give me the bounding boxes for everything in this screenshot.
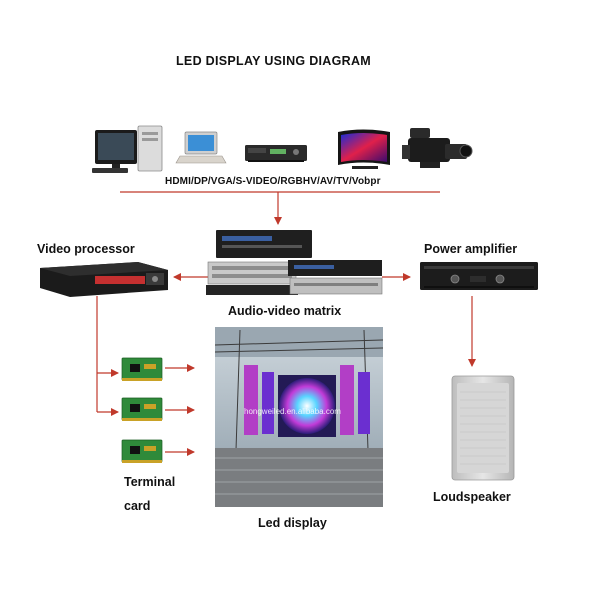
power-amplifier-label: Power amplifier — [424, 242, 518, 256]
video-processor-device — [40, 262, 168, 297]
signal-types-label: HDMI/DP/VGA/S-VIDEO/RGBHV/AV/TV/Vobpr — [165, 176, 381, 187]
audio-video-matrix-device — [206, 230, 383, 295]
television-icon — [338, 129, 390, 169]
terminal-card-1 — [121, 357, 163, 381]
diagram-title: LED DISPLAY USING DIAGRAM — [176, 54, 372, 68]
loudspeaker-device — [451, 375, 515, 481]
video-processor-label: Video processor — [37, 242, 135, 256]
loudspeaker-label: Loudspeaker — [433, 490, 511, 504]
laptop-icon — [175, 131, 227, 164]
video-camera-icon — [402, 128, 473, 168]
terminal-card-2 — [121, 397, 163, 421]
audio-video-matrix-label: Audio-video matrix — [228, 304, 342, 318]
led-display-label: Led display — [258, 516, 327, 530]
terminal-card-3 — [121, 439, 163, 463]
led-display-stage-image: hongweiled.en.alibaba.com — [214, 327, 384, 507]
desktop-computer-icon — [92, 125, 163, 173]
terminal-card-label-line2: card — [124, 499, 151, 513]
terminal-card-label-line1: Terminal — [124, 475, 176, 489]
watermark-text: hongweiled.en.alibaba.com — [244, 407, 341, 416]
connector-lines — [96, 191, 476, 456]
dvd-player-icon — [245, 145, 307, 162]
power-amplifier-device — [420, 262, 538, 290]
